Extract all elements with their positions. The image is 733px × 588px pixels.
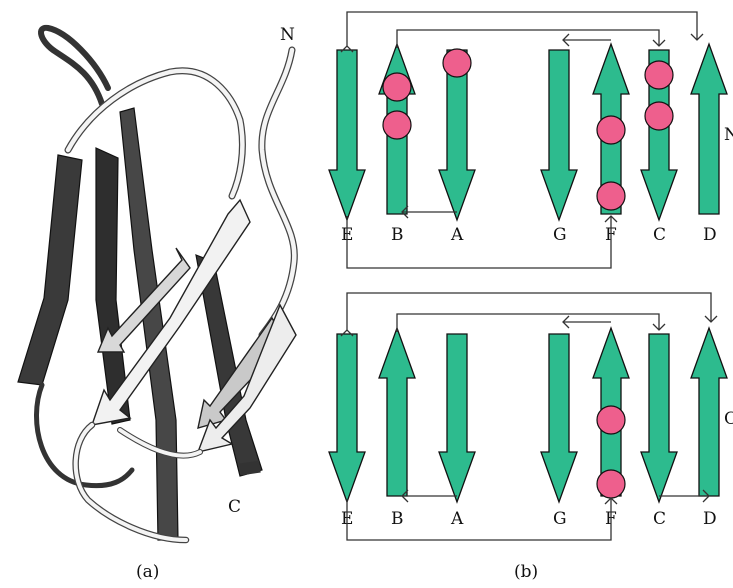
panel-b-caption: (b)	[514, 562, 538, 582]
connector-top-1-start-arrowhead	[340, 45, 354, 53]
connector-top-1	[346, 11, 698, 46]
connector-bottom-6-arrowhead	[604, 497, 618, 505]
connector-bottom-2-arrowhead	[652, 323, 666, 331]
marker-top-B-1	[382, 72, 412, 102]
marker-top-C-1	[644, 60, 674, 90]
marker-top-A-1	[442, 48, 472, 78]
top-edge-label: N	[724, 125, 733, 145]
strand-bottom-C	[640, 333, 678, 504]
ribbon-arrow-white-4	[196, 303, 297, 453]
strand-label-top-C: C	[653, 225, 666, 245]
ribbon-c-end	[239, 460, 261, 476]
connector-top-5	[346, 216, 612, 269]
strand-bottom-A	[438, 333, 476, 504]
ribbon-strand-dark-1	[17, 154, 83, 386]
strand-label-top-A: A	[450, 225, 464, 245]
connector-bottom-3-start-arrowhead	[562, 315, 570, 329]
strand-top-G	[540, 49, 578, 222]
strand-bottom-D	[690, 326, 728, 497]
strand-label-bottom-C: C	[653, 509, 666, 529]
marker-top-F-2	[596, 181, 626, 211]
strand-label-top-G: G	[553, 225, 567, 245]
marker-bottom-F-1	[596, 405, 626, 435]
strand-bottom-E	[328, 333, 366, 504]
panel-a-caption: (a)	[136, 562, 159, 582]
marker-top-B-2	[382, 110, 412, 140]
connector-bottom-6	[346, 498, 612, 541]
ribbon-arrow-light-1	[96, 247, 191, 353]
connector-bottom-5-arrowhead	[702, 489, 710, 503]
connector-top-3-start-arrowhead	[562, 33, 570, 47]
ribbon-strand-dark-2	[95, 147, 131, 425]
strand-label-bottom-D: D	[703, 509, 717, 529]
connector-bottom-1-start-arrowhead	[340, 329, 354, 337]
marker-top-F-1	[596, 115, 626, 145]
connector-top-2	[396, 29, 660, 48]
marker-top-C-2	[644, 101, 674, 131]
n-terminus-label: N	[280, 25, 295, 45]
connector-top-1-arrowhead	[690, 33, 704, 41]
strand-bottom-G	[540, 333, 578, 504]
strand-label-bottom-B: B	[391, 509, 404, 529]
connector-bottom-1	[346, 292, 712, 330]
connector-bottom-4-start-arrowhead	[401, 489, 409, 503]
connector-top-4-start-arrowhead	[401, 205, 409, 219]
strand-label-top-B: B	[391, 225, 404, 245]
strand-top-E	[328, 49, 366, 222]
ribbon-loop-bottom-dark	[34, 382, 135, 489]
c-terminus-label: C	[228, 497, 241, 517]
strand-label-top-D: D	[703, 225, 717, 245]
connector-top-2-arrowhead	[652, 39, 666, 47]
connector-bottom-1-arrowhead	[704, 315, 718, 323]
ribbon-structure	[17, 24, 298, 544]
marker-bottom-F-2	[596, 469, 626, 499]
strand-label-bottom-A: A	[450, 509, 464, 529]
strand-label-bottom-G: G	[553, 509, 567, 529]
connector-bottom-2	[396, 313, 660, 332]
bottom-edge-label: C	[724, 409, 733, 429]
ribbon-loop-top	[38, 24, 111, 107]
connector-top-5-arrowhead	[604, 215, 618, 223]
strand-bottom-B	[378, 326, 416, 497]
strand-top-D	[690, 42, 728, 215]
